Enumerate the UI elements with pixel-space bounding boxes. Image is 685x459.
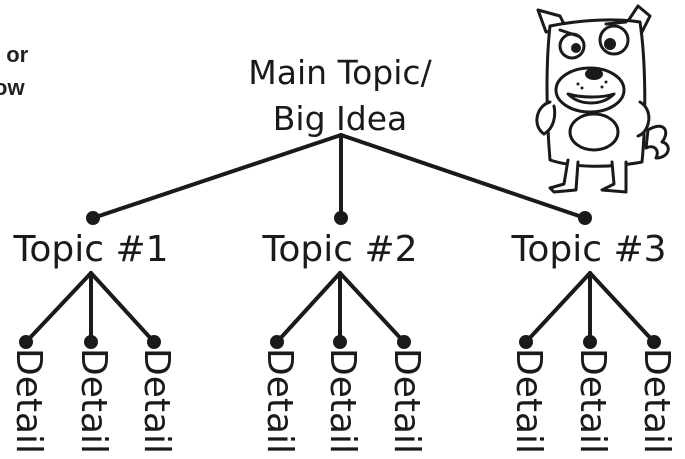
topic-1-label: Topic #1: [13, 229, 169, 270]
node-dot-topic2: [334, 211, 348, 225]
detail-2-3: Detail: [382, 0, 427, 459]
intro-line-2: ow: [0, 75, 25, 100]
detail-1-2: Detail: [69, 0, 114, 459]
topic-2-label: Topic #2: [262, 229, 418, 270]
detail-label: Detail: [322, 348, 363, 455]
detail-label: Detail: [259, 348, 300, 455]
detail-label: Detail: [508, 348, 549, 455]
node-dot-detail-3-3: [647, 335, 661, 349]
connector-topic3-detail3: [588, 271, 656, 344]
detail-1-1: Detail: [4, 0, 49, 459]
detail-label: Detail: [572, 348, 613, 455]
node-dot-detail-1-3: [147, 335, 161, 349]
connector-main-topic1: [91, 133, 343, 220]
node-dot-detail-3-1: [519, 335, 533, 349]
cartoon-dog-icon: [535, 4, 670, 194]
node-dot-detail-1-1: [19, 335, 33, 349]
connector-topic3-detail1: [524, 271, 592, 344]
connector-topic2-detail1: [275, 271, 342, 344]
main-topic-line-1: Main Topic/: [248, 53, 432, 92]
detail-label: Detail: [8, 348, 49, 455]
topic-3-label: Topic #3: [511, 229, 667, 270]
node-dot-detail-2-1: [270, 335, 284, 349]
node-dot-detail-3-2: [583, 335, 597, 349]
main-topic-line-2: Big Idea: [272, 99, 408, 138]
detail-label: Detail: [386, 348, 427, 455]
connector-topic1-detail3: [89, 271, 156, 344]
node-dot-topic3: [578, 211, 592, 225]
detail-2-2: Detail: [318, 0, 363, 459]
node-dot-detail-2-3: [397, 335, 411, 349]
node-dot-detail-1-2: [84, 335, 98, 349]
connector-main-topic3: [339, 133, 587, 220]
detail-label: Detail: [73, 348, 114, 455]
detail-label: Detail: [136, 348, 177, 455]
node-dot-topic1: [86, 211, 100, 225]
connector-topic2-detail3: [338, 271, 406, 344]
detail-2-1: Detail: [255, 0, 300, 459]
main-topic-node: Main Topic/ Big Idea: [220, 50, 460, 142]
node-dot-detail-2-2: [333, 335, 347, 349]
detail-1-3: Detail: [132, 0, 177, 459]
intro-text: , or ow: [0, 38, 28, 104]
detail-label: Detail: [636, 348, 677, 455]
intro-line-1: , or: [0, 42, 29, 67]
connector-topic1-detail1: [24, 271, 93, 344]
